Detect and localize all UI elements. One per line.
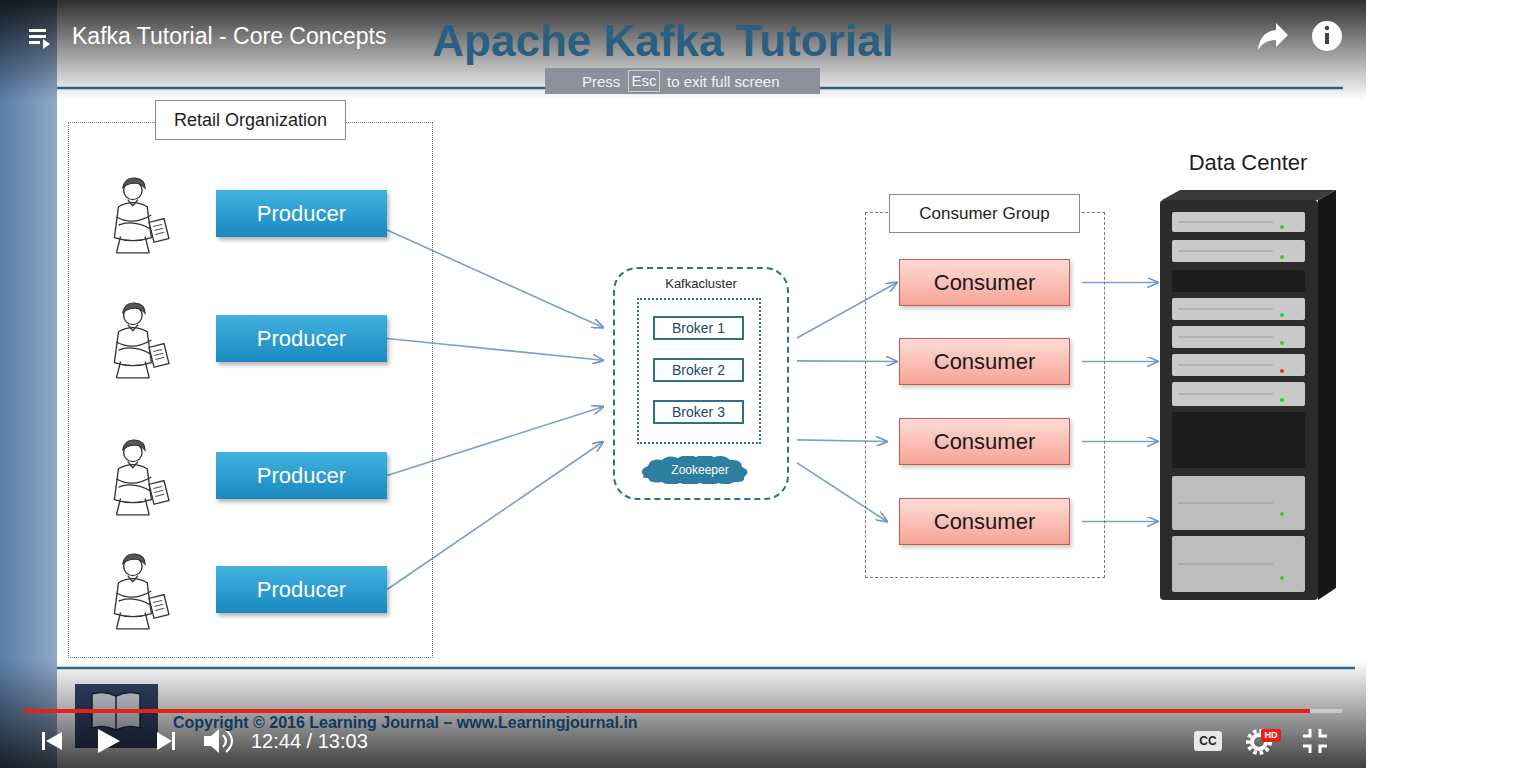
node-text: Zookeeper [671,463,728,477]
progress-track [24,709,1342,713]
retail-staff [114,178,169,629]
copyright-note: Copyright © 2016 Learning Journal – www.… [173,714,638,731]
node-text: Producer [257,577,346,603]
connector-arrow [797,360,897,362]
connector-arrow [1082,282,1158,284]
connector-arrow [387,407,603,476]
broker-box: Broker 1 [653,316,744,340]
node-text: Producer [257,463,346,489]
node-text: Consumer [934,349,1035,375]
producer-box: Producer [216,190,387,237]
progress-played [24,709,1310,713]
zookeeper-cloud: Zookeeper [638,456,762,484]
slide-title: Apache Kafka Tutorial [432,16,893,66]
node-text: Producer [257,326,346,352]
group-heading: Consumer Group [889,194,1080,233]
node-text: Producer [257,201,346,227]
consumer-box: Consumer [899,338,1070,385]
node-text: Broker 1 [672,320,725,336]
hint-text: to exit full screen [667,73,780,91]
consumer-box: Consumer [899,498,1070,545]
region-heading: Retail Organization [155,100,346,140]
connector-arrow [1082,361,1158,363]
quality-badge: HD [1261,729,1281,742]
node-text: Consumer [934,270,1035,296]
connector-arrow [387,339,603,361]
cluster-heading: Kafkacluster [615,276,787,291]
consumer-box: Consumer [899,259,1070,306]
data-center-heading: Data Center [1140,150,1356,176]
node-text: Consumer Group [919,204,1049,224]
connector-arrow [797,283,897,339]
node-text: Broker 2 [672,362,725,378]
connector-arrow [387,442,603,590]
connector-arrow [387,230,603,328]
region-box: Retail OrganizationProducerProducerProdu… [68,122,433,658]
hint-text: Press [582,73,620,91]
node-text: Retail Organization [174,110,327,131]
broker-box: Broker 2 [653,358,744,382]
bottom-icons [42,729,1327,753]
producer-box: Producer [216,315,387,362]
node-text: Consumer [934,509,1035,535]
video-title: Kafka Tutorial - Core Concepts [72,22,386,50]
data-center: Data Center [1160,148,1336,600]
group-box: Consumer GroupConsumerConsumerConsumerCo… [865,212,1105,578]
slide-edge-band [0,0,57,768]
server-rack [1160,190,1336,600]
node-text: Consumer [934,429,1035,455]
cluster-box: KafkaclusterBroker 1 Broker 2 Broker 3 Zook… [613,267,789,500]
node-text: Broker 3 [672,404,725,420]
captions-badge: CC [1194,731,1222,751]
producer-box: Producer [216,452,387,499]
connector-arrow [1082,521,1158,523]
key-cap: Esc [628,70,660,92]
broker-box: Broker 3 [653,400,744,424]
node-text: Kafkacluster [665,276,737,291]
time-readout: 12:44 / 13:03 [251,730,368,752]
connector-arrow [797,440,887,442]
producer-box: Producer [216,566,387,613]
consumer-box: Consumer [899,418,1070,465]
connector-arrow [797,463,887,522]
connector-arrow [1082,441,1158,443]
node-text: Data Center [1189,150,1308,175]
